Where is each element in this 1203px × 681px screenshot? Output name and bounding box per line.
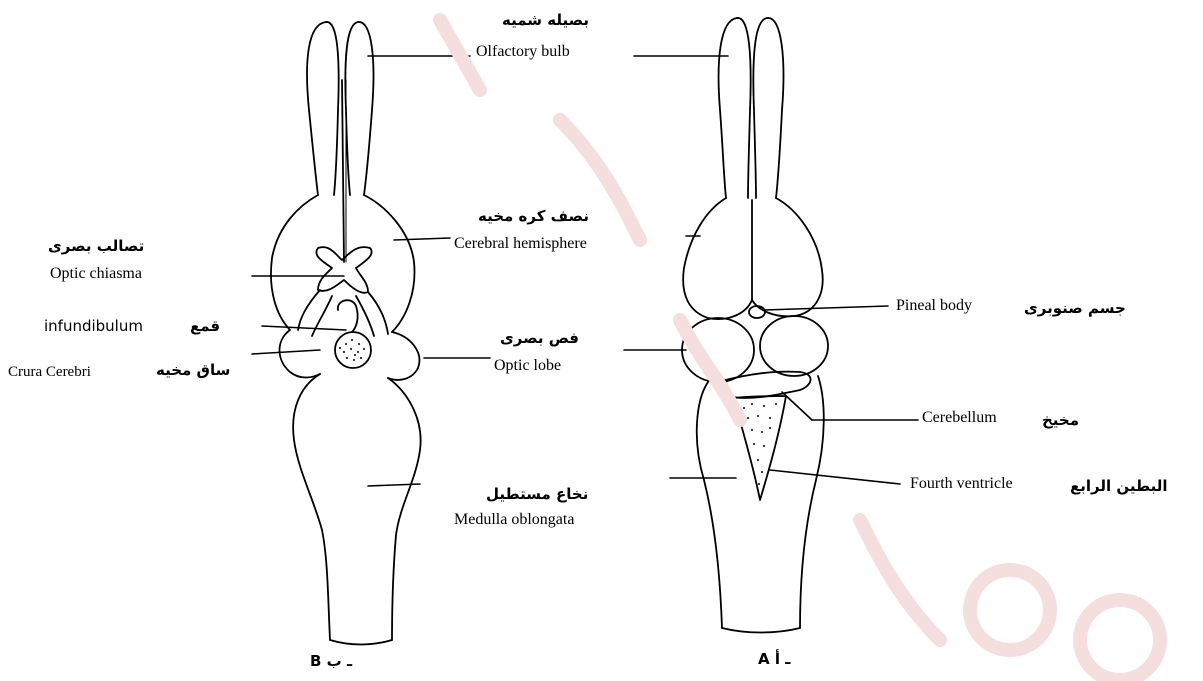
label-optic-lobe-ar: فص بصرى <box>500 328 579 348</box>
cerebral-hemispheres <box>271 195 318 330</box>
fourth-ventricle-shape <box>734 396 786 500</box>
label-infundibulum-ar: قمع <box>190 316 220 336</box>
label-cerebral-hemisphere-en: Cerebral hemisphere <box>454 234 587 254</box>
label-pineal-body-ar: جسم صنوبرى <box>1024 298 1126 318</box>
label-fourth-ventricle-ar: البطين الرابع <box>1070 476 1167 496</box>
olfactory-bulb-left-lobe <box>307 22 326 195</box>
dorsal-brain-outline <box>682 18 828 633</box>
label-infundibulum-en: infundibulum <box>44 316 143 336</box>
infundibulum-shape <box>338 300 358 332</box>
label-cerebellum-ar: مخيخ <box>1042 410 1079 430</box>
dorsal-hemispheres <box>683 198 752 319</box>
label-cerebral-hemisphere-ar: نصف كره مخيه <box>478 206 589 226</box>
label-cerebellum-en: Cerebellum <box>922 408 997 428</box>
label-olfactory-bulb-ar: بصيله شميه <box>502 10 589 30</box>
caption-figure-a: A ـ أ <box>758 650 790 668</box>
olfactory-bulb-right-lobe <box>345 22 358 195</box>
hypophysis-dotted <box>335 332 371 368</box>
label-optic-chiasma-en: Optic chiasma <box>50 264 142 284</box>
ventral-brain-outline <box>271 22 421 645</box>
medulla-oblongata-shape <box>293 374 330 640</box>
label-pineal-body-en: Pineal body <box>896 296 972 316</box>
optic-lobe-left <box>682 318 754 382</box>
label-fourth-ventricle-en: Fourth ventricle <box>910 474 1013 494</box>
label-crura-cerebri-en: Crura Cerebri <box>8 362 91 382</box>
label-medulla-en: Medulla oblongata <box>454 510 574 530</box>
label-olfactory-bulb-en: Olfactory bulb <box>476 42 570 62</box>
label-crura-cerebri-ar: ساق مخيه <box>156 360 230 380</box>
label-optic-lobe-en: Optic lobe <box>494 356 561 376</box>
label-medulla-ar: نخاع مستطيل <box>486 484 588 504</box>
optic-lobe-right <box>760 316 828 376</box>
leader-lines-right <box>624 56 918 484</box>
optic-lobes-ventral <box>280 330 321 378</box>
caption-figure-b: B ـ ب <box>310 652 352 670</box>
label-optic-chiasma-ar: تصالب بصرى <box>48 236 144 256</box>
pineal-body-shape <box>749 306 765 318</box>
